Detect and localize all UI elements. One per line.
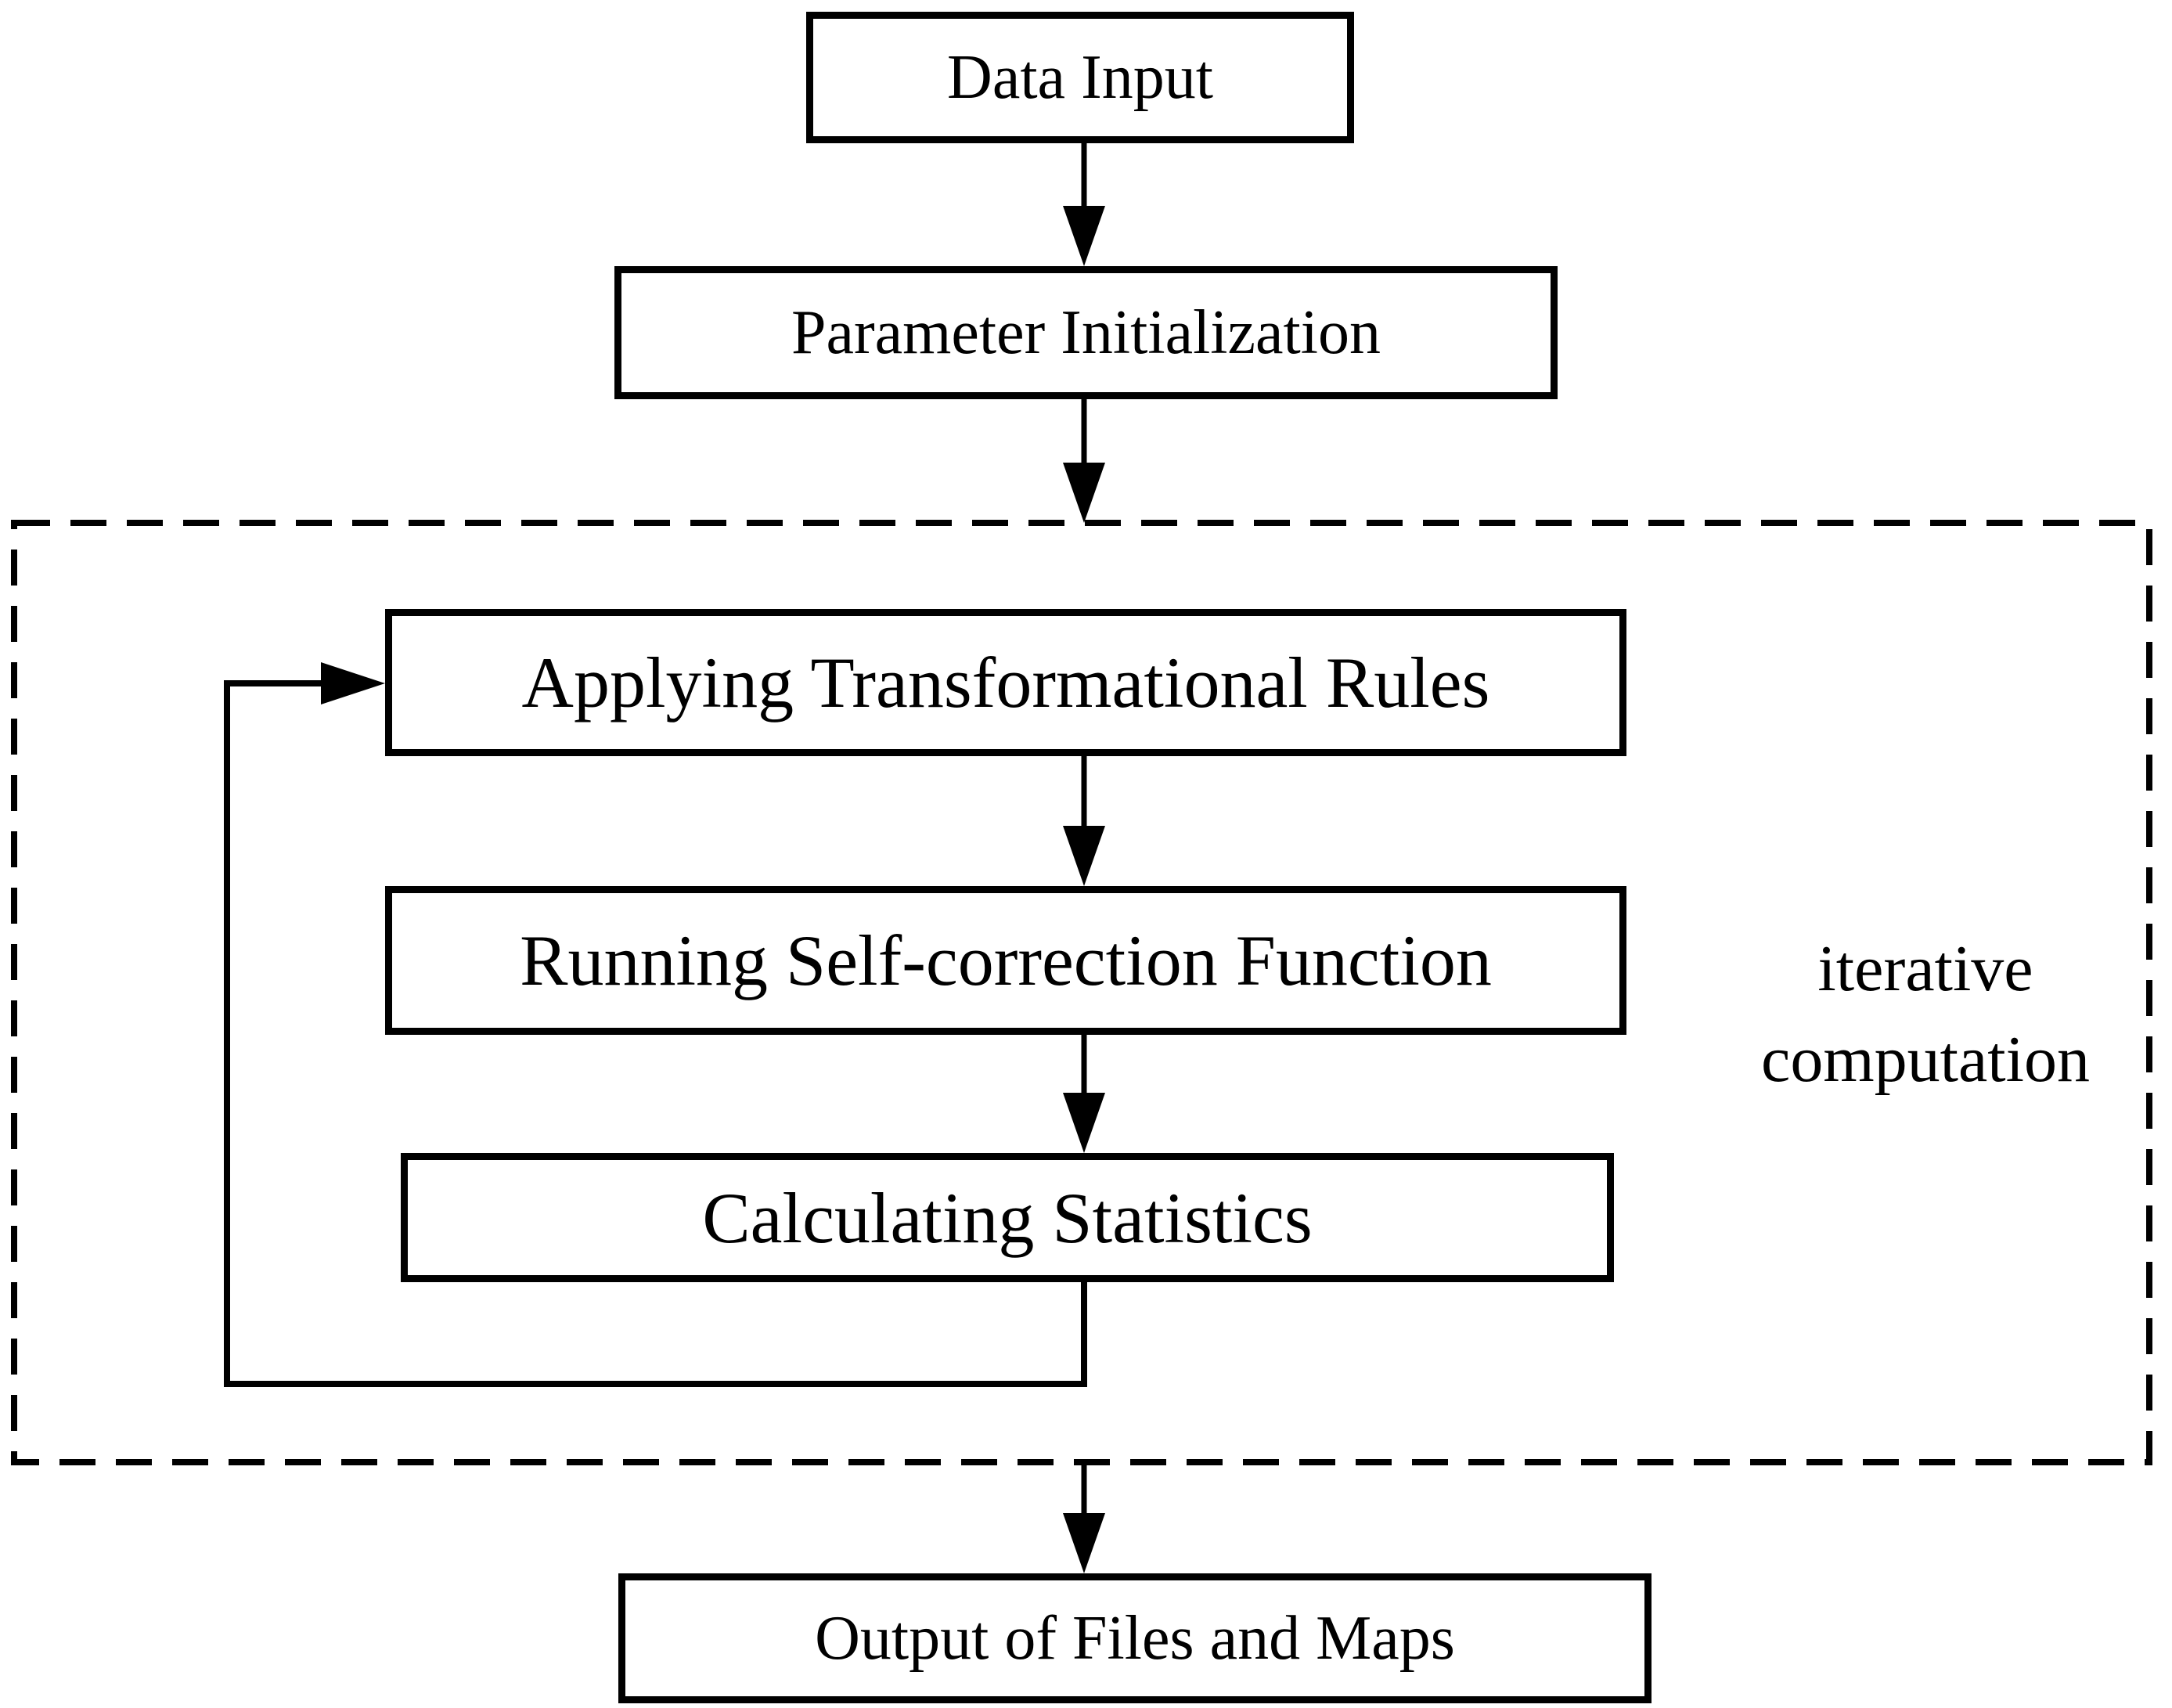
arrowhead-down-icon [1063, 463, 1105, 523]
feedback-loop-line [224, 680, 1087, 1387]
arrowhead-right-icon [321, 662, 385, 704]
node-parameter-initialization-label: Parameter Initialization [791, 298, 1381, 367]
arrowhead-down-icon [1063, 206, 1105, 266]
iterative-computation-group-label: iterative computation [1761, 932, 2090, 1096]
node-parameter-initialization: Parameter Initialization [614, 266, 1558, 399]
node-data-input: Data Input [806, 12, 1354, 143]
arrowhead-down-icon [1063, 1093, 1105, 1153]
node-output-of-files-and-maps-label: Output of Files and Maps [815, 1604, 1455, 1673]
node-running-self-correction-function: Running Self-correction Function [385, 886, 1626, 1035]
node-applying-transformational-rules: Applying Transformational Rules [385, 609, 1626, 756]
node-applying-transformational-rules-label: Applying Transformational Rules [521, 643, 1490, 722]
arrowhead-down-icon [1063, 1513, 1105, 1573]
node-calculating-statistics-label: Calculating Statistics [702, 1177, 1313, 1258]
node-calculating-statistics: Calculating Statistics [401, 1153, 1614, 1282]
node-running-self-correction-function-label: Running Self-correction Function [520, 921, 1492, 1000]
node-data-input-label: Data Input [947, 43, 1213, 112]
arrowhead-down-icon [1063, 826, 1105, 886]
node-output-of-files-and-maps: Output of Files and Maps [618, 1573, 1652, 1703]
